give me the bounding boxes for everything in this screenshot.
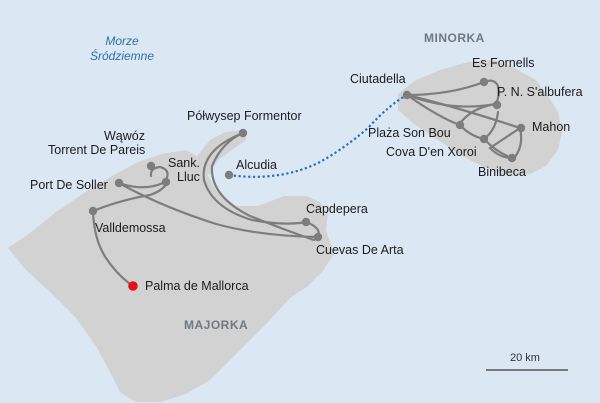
ferry-route (228, 94, 408, 178)
minorca-stops (402, 77, 526, 163)
stop-formentor (238, 128, 248, 138)
stop-alcudia (224, 170, 234, 180)
stop-binibeca (507, 153, 517, 163)
island-label-minorca: MINORKA (424, 31, 485, 45)
label-port-de-soller: Port De Soller (30, 178, 108, 192)
minorca-routes (405, 79, 523, 160)
stop-cova-den-xoroi (479, 134, 489, 144)
capital-marker-palma (128, 281, 138, 291)
stop-port-de-soller (114, 178, 124, 188)
label-mahon: Mahon (532, 120, 571, 134)
stop-pn-salbufera (492, 100, 502, 110)
label-wawoz-line1: Wąwóz (104, 129, 145, 143)
label-polwysep-formentor: Półwysep Formentor (187, 109, 302, 123)
stop-plaza-son-bou (455, 120, 465, 130)
label-binibeca: Binibeca (478, 165, 526, 179)
stop-sank-lluc (161, 177, 171, 187)
island-label-majorca: MAJORKA (184, 318, 249, 332)
sea-label-line2: Śródziemne (89, 49, 155, 63)
label-alcudia: Alcudia (236, 158, 277, 172)
label-valldemossa: Valldemossa (95, 221, 166, 235)
sea-label-line1: Morze (105, 34, 139, 48)
label-cova-den-xoroi: Cova D'en Xoroi (386, 145, 477, 159)
label-es-fornells: Es Fornells (472, 56, 535, 70)
label-palma: Palma de Mallorca (145, 279, 249, 293)
scale-label: 20 km (510, 352, 540, 364)
sea-label: Morze Śródziemne (76, 34, 168, 64)
stop-es-fornells (479, 77, 489, 87)
majorca-stops (88, 128, 323, 242)
label-cuevas-de-arta: Cuevas De Arta (316, 243, 404, 257)
label-plaza-son-bou: Plaża Son Bou (368, 126, 451, 140)
label-sank-lluc-line2: Lluc (177, 170, 200, 184)
label-wawoz-line2: Torrent De Pareis (48, 143, 146, 157)
stop-ciutadella (402, 90, 412, 100)
stop-mahon (516, 123, 526, 133)
stop-cuevas-de-arta (313, 232, 323, 242)
label-sank-lluc-line1: Sank. (168, 156, 200, 170)
label-ciutadella: Ciutadella (350, 72, 406, 86)
label-pn-salbufera: P. N. S'albufera (497, 85, 583, 99)
majorca-routes (91, 131, 320, 288)
stop-capdepera (301, 217, 311, 227)
stop-valldemossa (88, 206, 98, 216)
label-capdepera: Capdepera (306, 202, 368, 216)
stop-torrent-de-pareis (146, 161, 156, 171)
